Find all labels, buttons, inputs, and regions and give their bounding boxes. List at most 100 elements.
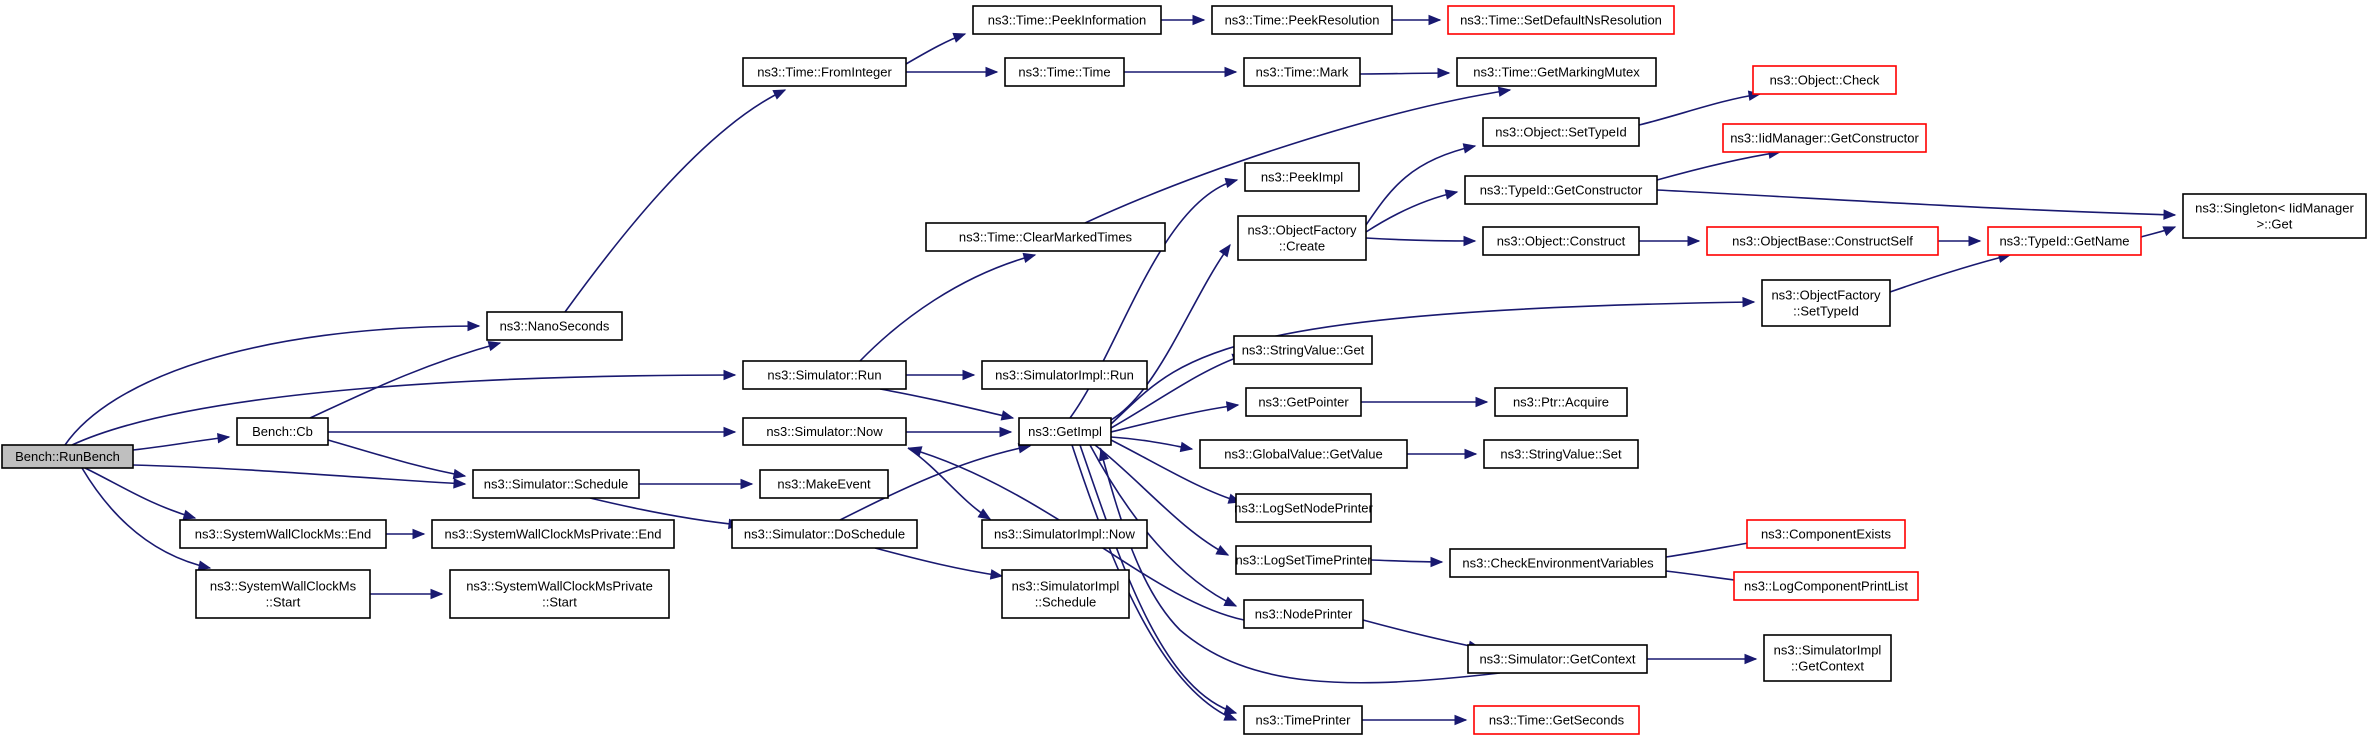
call-edge [1656,151,1781,181]
node-iidgetctor[interactable]: ns3::IidManager::GetConstructor [1722,123,1927,153]
node-timegetsec[interactable]: ns3::Time::GetSeconds [1473,705,1640,735]
node-objfsettype[interactable]: ns3::ObjectFactory::SetTypeId [1761,279,1891,327]
node-label: ns3::Object::Construct [1497,234,1626,249]
node-objsettype[interactable]: ns3::Object::SetTypeId [1482,117,1640,147]
node-getpointer[interactable]: ns3::GetPointer [1245,387,1362,417]
node-box [1733,571,1919,601]
node-label: ns3::Simulator::GetContext [1479,652,1635,667]
node-label: ns3::ComponentExists [1761,527,1892,542]
node-ptracquire[interactable]: ns3::Ptr::Acquire [1494,387,1628,417]
node-label: ns3::Time::Time [1018,65,1110,80]
node-simgetctx[interactable]: ns3::Simulator::GetContext [1467,644,1648,674]
node-box [1456,57,1657,87]
node-label: ns3::SystemWallClockMs::End [195,527,372,542]
node-getimpl[interactable]: ns3::GetImpl [1018,417,1112,446]
node-label: ns3::SimulatorImpl::Run [995,368,1134,383]
node-getmutex[interactable]: ns3::Time::GetMarkingMutex [1456,57,1657,87]
node-setdefres[interactable]: ns3::Time::SetDefaultNsResolution [1447,5,1675,35]
node-timemark[interactable]: ns3::Time::Mark [1243,57,1361,87]
node-fromint[interactable]: ns3::Time::FromInteger [742,57,907,87]
edge-arrowhead [1223,596,1238,607]
node-nanoseconds[interactable]: ns3::NanoSeconds [486,311,623,341]
call-edge [1889,254,2011,293]
node-simimplctx[interactable]: ns3::SimulatorImpl::GetContext [1763,634,1892,682]
node-makeevent[interactable]: ns3::MakeEvent [759,469,889,499]
node-logcompprint[interactable]: ns3::LogComponentPrintList [1733,571,1919,601]
node-box [1235,493,1372,523]
edge-arrowhead [1192,14,1206,26]
node-objcheck[interactable]: ns3::Object::Check [1752,65,1897,95]
node-benchcb[interactable]: Bench::Cb [236,417,329,446]
node-label: ns3::SimulatorImpl [1012,579,1120,594]
node-simschedule[interactable]: ns3::Simulator::Schedule [472,469,640,499]
node-constructself[interactable]: ns3::ObjectBase::ConstructSelf [1706,226,1939,256]
node-label: ns3::LogSetTimePrinter [1235,553,1372,568]
node-doschedule[interactable]: ns3::Simulator::DoSchedule [731,519,918,549]
node-clearmarked[interactable]: ns3::Time::ClearMarkedTimes [925,222,1166,252]
node-peekres[interactable]: ns3::Time::PeekResolution [1211,5,1393,35]
node-logsetnode[interactable]: ns3::LogSetNodePrinter [1234,493,1374,523]
node-simrun[interactable]: ns3::Simulator::Run [742,360,907,390]
node-timetime[interactable]: ns3::Time::Time [1004,57,1125,87]
node-simimplsched[interactable]: ns3::SimulatorImpl::Schedule [1001,569,1130,619]
edge-arrowhead [217,432,231,444]
edge-arrowhead [1968,235,1982,247]
node-label: ns3::LogSetNodePrinter [1234,501,1373,516]
node-label: ns3::Time::ClearMarkedTimes [959,230,1133,245]
node-simimplnow[interactable]: ns3::SimulatorImpl::Now [981,519,1148,549]
node-label: ns3::Time::PeekInformation [988,13,1146,28]
node-box [981,519,1148,549]
call-edge [84,467,196,519]
node-box [731,519,918,549]
node-simnow[interactable]: ns3::Simulator::Now [742,417,907,446]
node-box [1,444,134,469]
node-label: ns3::PeekImpl [1261,170,1343,185]
node-gvgetvalue[interactable]: ns3::GlobalValue::GetValue [1199,439,1408,469]
node-logsettime[interactable]: ns3::LogSetTimePrinter [1235,545,1372,575]
call-edge [1656,189,2176,216]
node-box [1244,162,1360,192]
node-timeprinter[interactable]: ns3::TimePrinter [1243,705,1363,735]
edge-arrowhead [723,426,737,438]
call-edge [1638,93,1761,126]
node-objfcreate[interactable]: ns3::ObjectFactory::Create [1237,215,1367,261]
node-label: ::Create [1279,239,1325,254]
node-swcend[interactable]: ns3::SystemWallClockMs::End [179,519,387,549]
call-edge [64,325,480,446]
node-peekinfo[interactable]: ns3::Time::PeekInformation [972,5,1162,35]
edge-arrowhead [197,560,212,571]
node-label: ns3::Time::Mark [1256,65,1349,80]
node-label: ::SetTypeId [1793,304,1859,319]
node-swcstart[interactable]: ns3::SystemWallClockMs::Start [195,569,371,619]
node-box [1243,599,1364,629]
edge-arrowhead [1098,447,1110,462]
node-swcpend[interactable]: ns3::SystemWallClockMsPrivate::End [431,519,675,549]
node-objconstruct[interactable]: ns3::Object::Construct [1482,226,1640,256]
node-label: ns3::GetImpl [1028,424,1102,439]
node-compexists[interactable]: ns3::ComponentExists [1746,519,1906,549]
node-singleton[interactable]: ns3::Singleton< IidManager >::Get [2182,193,2367,239]
node-box [449,569,670,619]
call-edge [1071,444,1237,721]
node-nodeprinter[interactable]: ns3::NodePrinter [1243,599,1364,629]
edge-arrowhead [1475,396,1489,408]
node-box [1483,439,1639,469]
call-edge [1365,237,1476,242]
node-strget[interactable]: ns3::StringValue::Get [1233,335,1373,365]
node-strset[interactable]: ns3::StringValue::Set [1483,439,1639,469]
edge-arrowhead [1444,189,1459,200]
node-label: ns3::NodePrinter [1255,607,1353,622]
node-checkenv[interactable]: ns3::CheckEnvironmentVariables [1449,548,1667,578]
node-box [431,519,675,549]
edge-arrowhead [453,478,467,489]
node-typegetctor[interactable]: ns3::TypeId::GetConstructor [1464,175,1658,205]
node-swcpstart[interactable]: ns3::SystemWallClockMsPrivate::Start [449,569,670,619]
node-runbench[interactable]: Bench::RunBench [1,444,134,469]
node-peekimpl[interactable]: ns3::PeekImpl [1244,162,1360,192]
node-box [486,311,623,341]
node-simimplrun[interactable]: ns3::SimulatorImpl::Run [981,360,1148,390]
node-box [925,222,1166,252]
call-edge [1365,191,1458,233]
node-typegetname[interactable]: ns3::TypeId::GetName [1987,226,2142,256]
call-edge [1110,404,1239,433]
